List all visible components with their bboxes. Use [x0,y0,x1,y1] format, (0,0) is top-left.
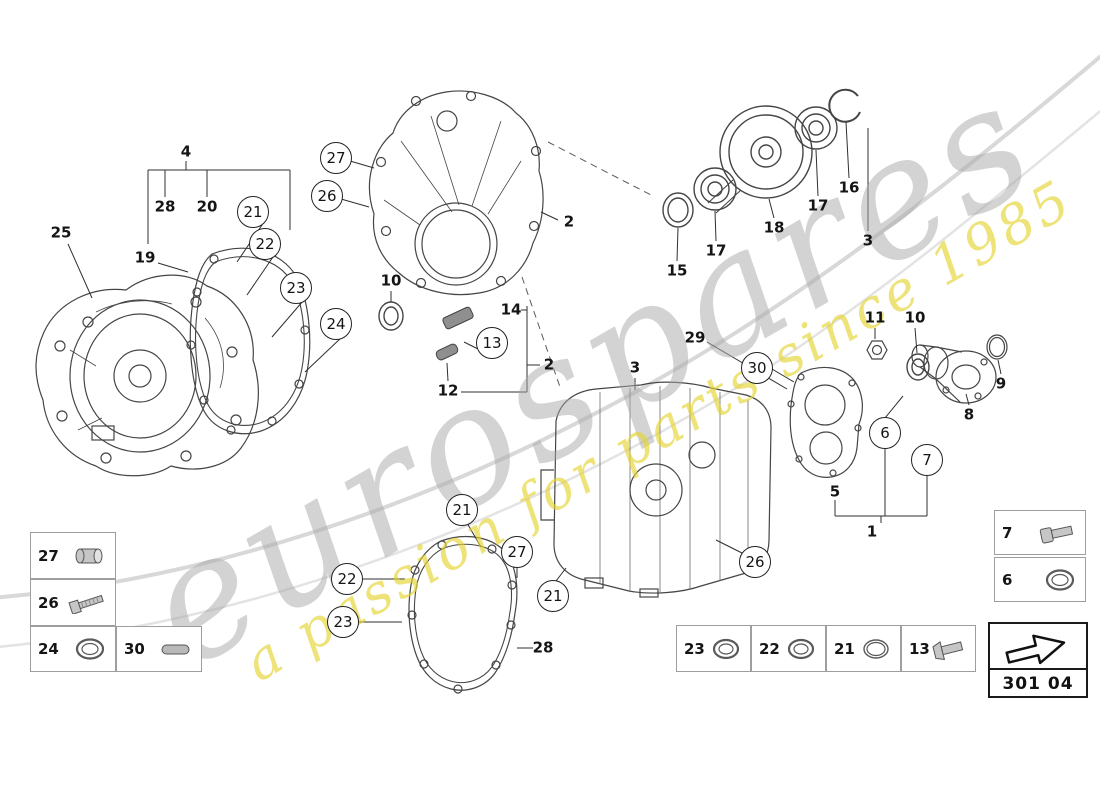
part-clutch-housing [368,90,544,296]
callout-18[interactable]: 18 [763,218,785,237]
callout-19[interactable]: 19 [134,248,156,267]
part-seal-10-right [906,353,930,381]
callout-20[interactable]: 20 [196,197,218,216]
callout-21[interactable]: 21 [537,580,569,612]
callout-6[interactable]: 6 [869,417,901,449]
legend-label: 27 [38,546,59,565]
legend-label: 26 [38,593,59,612]
part-nut-11 [866,340,888,360]
legend-item-6[interactable]: 6 [994,557,1086,602]
legend-label: 30 [124,640,145,658]
legend-item-7[interactable]: 7 [994,510,1086,555]
seal-ring-icon [1042,567,1078,593]
callout-25[interactable]: 25 [50,223,72,242]
callout-4[interactable]: 4 [180,142,192,161]
callout-14[interactable]: 14 [500,300,522,319]
seal-ring-icon [709,636,743,662]
callout-22[interactable]: 22 [331,563,363,595]
callout-15[interactable]: 15 [666,261,688,280]
callout-17[interactable]: 17 [705,241,727,260]
callout-9[interactable]: 9 [995,374,1007,393]
dowel-pin-icon [158,639,194,659]
nav-arrow-icon [990,624,1086,668]
callout-12[interactable]: 12 [437,381,459,400]
legend-label: 23 [684,639,705,658]
callout-22[interactable]: 22 [249,228,281,260]
callout-29[interactable]: 29 [684,328,706,347]
legend-item-21[interactable]: 21 [826,625,901,672]
legend-item-13[interactable]: 13 [901,625,976,672]
part-gearbox-case [540,381,772,598]
callout-28[interactable]: 28 [154,197,176,216]
callout-24[interactable]: 24 [320,308,352,340]
callout-1[interactable]: 1 [866,522,878,541]
legend-label: 13 [909,639,930,658]
part-gasket-29 [787,366,863,478]
callout-16[interactable]: 16 [838,178,860,197]
legend-label: 24 [38,640,59,658]
callout-27[interactable]: 27 [320,142,352,174]
callout-13[interactable]: 13 [476,327,508,359]
legend-item-30[interactable]: 30 [116,626,202,672]
diagram-code: 301 04 [990,668,1086,698]
part-bush-14 [442,306,474,330]
callout-3[interactable]: 3 [629,358,641,377]
callout-17[interactable]: 17 [807,196,829,215]
legend-item-23[interactable]: 23 [676,625,751,672]
callout-8[interactable]: 8 [963,405,975,424]
swoosh-decoration [0,54,1100,648]
legend-item-22[interactable]: 22 [751,625,826,672]
callout-21[interactable]: 21 [446,494,478,526]
callout-2[interactable]: 2 [563,212,575,231]
callout-10[interactable]: 10 [904,308,926,327]
part-output-flange [911,344,997,404]
callout-28[interactable]: 28 [532,638,554,657]
legend-label: 6 [1002,570,1013,589]
ring-icon [859,636,893,662]
hex-bolt-icon [930,637,968,661]
legend-label: 7 [1002,523,1013,542]
callout-10[interactable]: 10 [380,271,402,290]
callout-2[interactable]: 2 [543,355,555,374]
legend-item-26[interactable]: 26 [30,579,116,626]
diagram-code-box[interactable]: 301 04 [988,622,1088,698]
callout-26[interactable]: 26 [311,180,343,212]
callout-5[interactable]: 5 [829,482,841,501]
legend-label: 21 [834,639,855,658]
hex-bolt-icon [68,592,108,614]
legend-item-24[interactable]: 24 [30,626,116,672]
callout-26[interactable]: 26 [739,546,771,578]
callout-21[interactable]: 21 [237,196,269,228]
legend-label: 22 [759,639,780,658]
part-gearbox-end-cover [35,274,259,477]
callout-23[interactable]: 23 [327,606,359,638]
part-pin-12 [435,343,459,361]
callout-3[interactable]: 3 [862,231,874,250]
callout-11[interactable]: 11 [864,308,886,327]
callout-7[interactable]: 7 [911,444,943,476]
seal-ring-icon [784,636,818,662]
part-ring-9 [986,334,1008,360]
callout-30[interactable]: 30 [741,352,773,384]
callout-27[interactable]: 27 [501,536,533,568]
callout-23[interactable]: 23 [280,272,312,304]
construction-lines [521,141,654,388]
cap-bolt-icon [1038,522,1078,544]
sealing-plug-icon [72,544,108,568]
legend-item-27[interactable]: 27 [30,532,116,579]
seal-ring-icon [72,636,108,662]
part-bearing-set [662,88,861,228]
